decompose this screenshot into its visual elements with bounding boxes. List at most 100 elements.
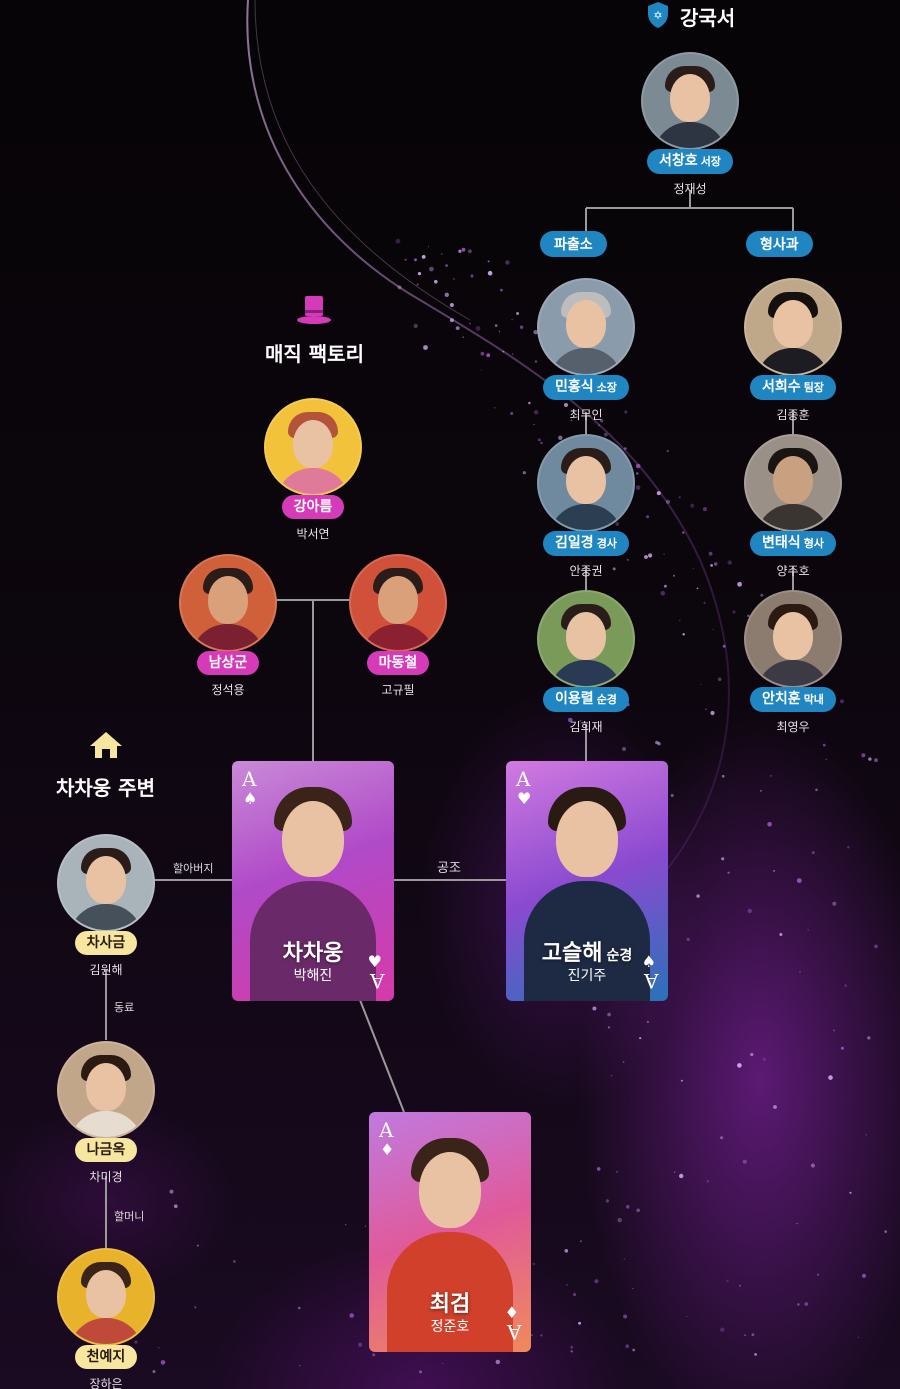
person-cheonyeji[interactable]: 천예지 장하은: [41, 1248, 171, 1389]
person-kangareum[interactable]: 강아름 박서연: [248, 398, 378, 542]
sparkle: [817, 1273, 820, 1276]
sparkle: [395, 238, 401, 244]
relation-grandfather: 할아버지: [173, 862, 214, 875]
sparkle: [626, 558, 629, 561]
house-icon: [88, 730, 124, 764]
sparkle: [594, 1279, 599, 1284]
sparkle: [500, 288, 503, 292]
sparkle: [844, 984, 847, 987]
sparkle: [570, 1345, 574, 1349]
sparkle: [726, 1279, 729, 1283]
spade-icon: ♠: [243, 789, 258, 808]
sparkle: [349, 1313, 355, 1318]
sparkle: [573, 1292, 577, 1297]
sparkle: [750, 1052, 754, 1057]
sparkle: [673, 574, 675, 577]
sparkle: [660, 590, 666, 596]
sparkle: [690, 503, 695, 508]
sparkle: [833, 1029, 835, 1032]
sparkle: [578, 1321, 581, 1325]
sparkle: [119, 1211, 122, 1214]
sparkle: [712, 628, 714, 630]
relation-partner: 공조: [437, 861, 461, 876]
sparkle: [639, 1037, 642, 1040]
sparkle: [727, 871, 730, 874]
relation-grandmother: 할머니: [114, 1210, 145, 1223]
actor-name: 안중권: [569, 564, 603, 578]
sparkle: [623, 1314, 628, 1319]
sparkle: [769, 774, 772, 777]
sparkle: [767, 822, 772, 827]
sparkle: [528, 401, 531, 405]
section-title-home: 차차웅 주변: [56, 776, 155, 800]
sparkle: [519, 325, 524, 329]
sparkle: [196, 1244, 199, 1247]
avatar: [57, 1041, 155, 1139]
sparkle: [372, 1353, 376, 1357]
sparkle: [533, 410, 539, 415]
sparkle: [495, 1359, 500, 1365]
sparkle: [717, 677, 722, 682]
sparkle: [815, 788, 818, 792]
card-rank: A: [242, 767, 257, 791]
sparkle: [796, 878, 802, 883]
sparkle: [705, 708, 707, 710]
sparkle: [502, 350, 505, 353]
avatar: [179, 554, 277, 652]
card-chachawoong[interactable]: A ♠ 차차웅 박해진 ♥ A: [232, 761, 394, 1001]
sparkle: [570, 1350, 573, 1353]
sparkle: [754, 1353, 757, 1356]
diamond-icon-bottom: ♦: [504, 1303, 519, 1322]
sparkle: [530, 1334, 533, 1336]
sparkle: [624, 410, 628, 414]
heart-icon: ♥: [367, 952, 382, 971]
sparkle: [727, 560, 732, 565]
sparkle: [773, 1105, 777, 1109]
sparkle: [663, 553, 665, 555]
person-chasageum[interactable]: 차사금 김원해: [41, 834, 171, 978]
sparkle: [626, 1205, 630, 1209]
sparkle: [858, 1336, 860, 1338]
spade-icon: ♠: [641, 952, 656, 971]
person-madongcheol[interactable]: 마동철 고규필: [333, 554, 463, 698]
card-actor: 박해진: [293, 968, 333, 984]
person-namsanggun[interactable]: 남상군 정석용: [163, 554, 293, 698]
sparkle: [861, 1273, 867, 1278]
sparkle: [732, 610, 736, 614]
sparkle: [681, 1079, 683, 1082]
person-nageumok[interactable]: 나금옥 차미경: [41, 1041, 171, 1185]
sparkle: [703, 601, 706, 604]
avatar: [57, 1248, 155, 1346]
name-badge: 차사금: [74, 931, 138, 955]
sparkle: [861, 753, 866, 758]
relation-colleague: 동료: [114, 1001, 135, 1014]
svg-text:✡: ✡: [653, 9, 662, 22]
sparkle: [737, 1063, 742, 1068]
card-choigeom[interactable]: A ♦ 최검 정준호 ♦ A: [369, 1112, 531, 1352]
sparkle: [579, 719, 582, 722]
sparkle: [612, 567, 616, 571]
swoosh-line-thin: [254, 0, 471, 321]
sparkle: [714, 562, 718, 566]
sparkle: [510, 412, 514, 415]
sparkle: [666, 499, 670, 504]
sparkle: [670, 794, 674, 797]
sparkle: [358, 1342, 363, 1347]
sparkle: [720, 1327, 725, 1332]
sparkle: [678, 496, 681, 499]
sparkle: [708, 551, 713, 556]
sparkle: [596, 1167, 601, 1171]
sparkle: [607, 1012, 611, 1017]
